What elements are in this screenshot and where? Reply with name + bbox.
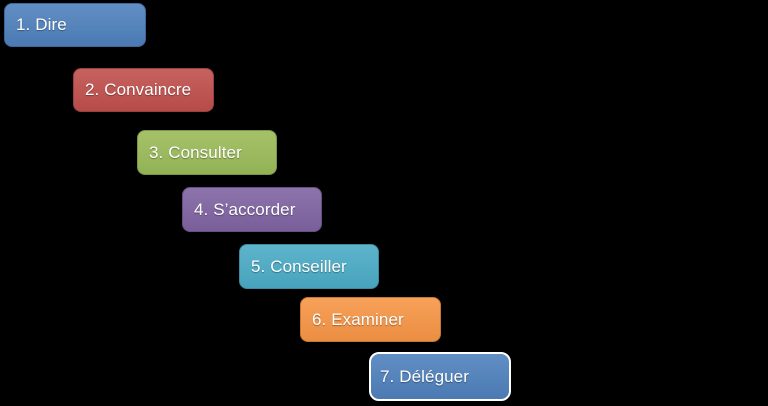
step-7-deleguer-highlighted: 7. Déléguer — [369, 352, 511, 401]
step-1-dire: 1. Dire — [4, 3, 146, 47]
step-label: 2. Convaincre — [85, 80, 192, 99]
step-label: 1. Dire — [16, 15, 67, 34]
step-label: 3. Consulter — [149, 142, 242, 162]
step-label: 4. S’accorder — [194, 199, 296, 219]
step-label: 5. Conseiller — [251, 256, 347, 276]
step-2-convaincre: 2. Convaincre — [73, 68, 214, 112]
step-4-saccorder: 4. S’accorder — [182, 187, 322, 232]
step-label: 6. Examiner — [312, 309, 404, 329]
step-5-conseiller: 5. Conseiller — [239, 244, 379, 289]
step-6-examiner: 6. Examiner — [300, 297, 441, 342]
step-3-consulter: 3. Consulter — [137, 130, 277, 175]
step-label: 7. Déléguer — [380, 366, 469, 386]
